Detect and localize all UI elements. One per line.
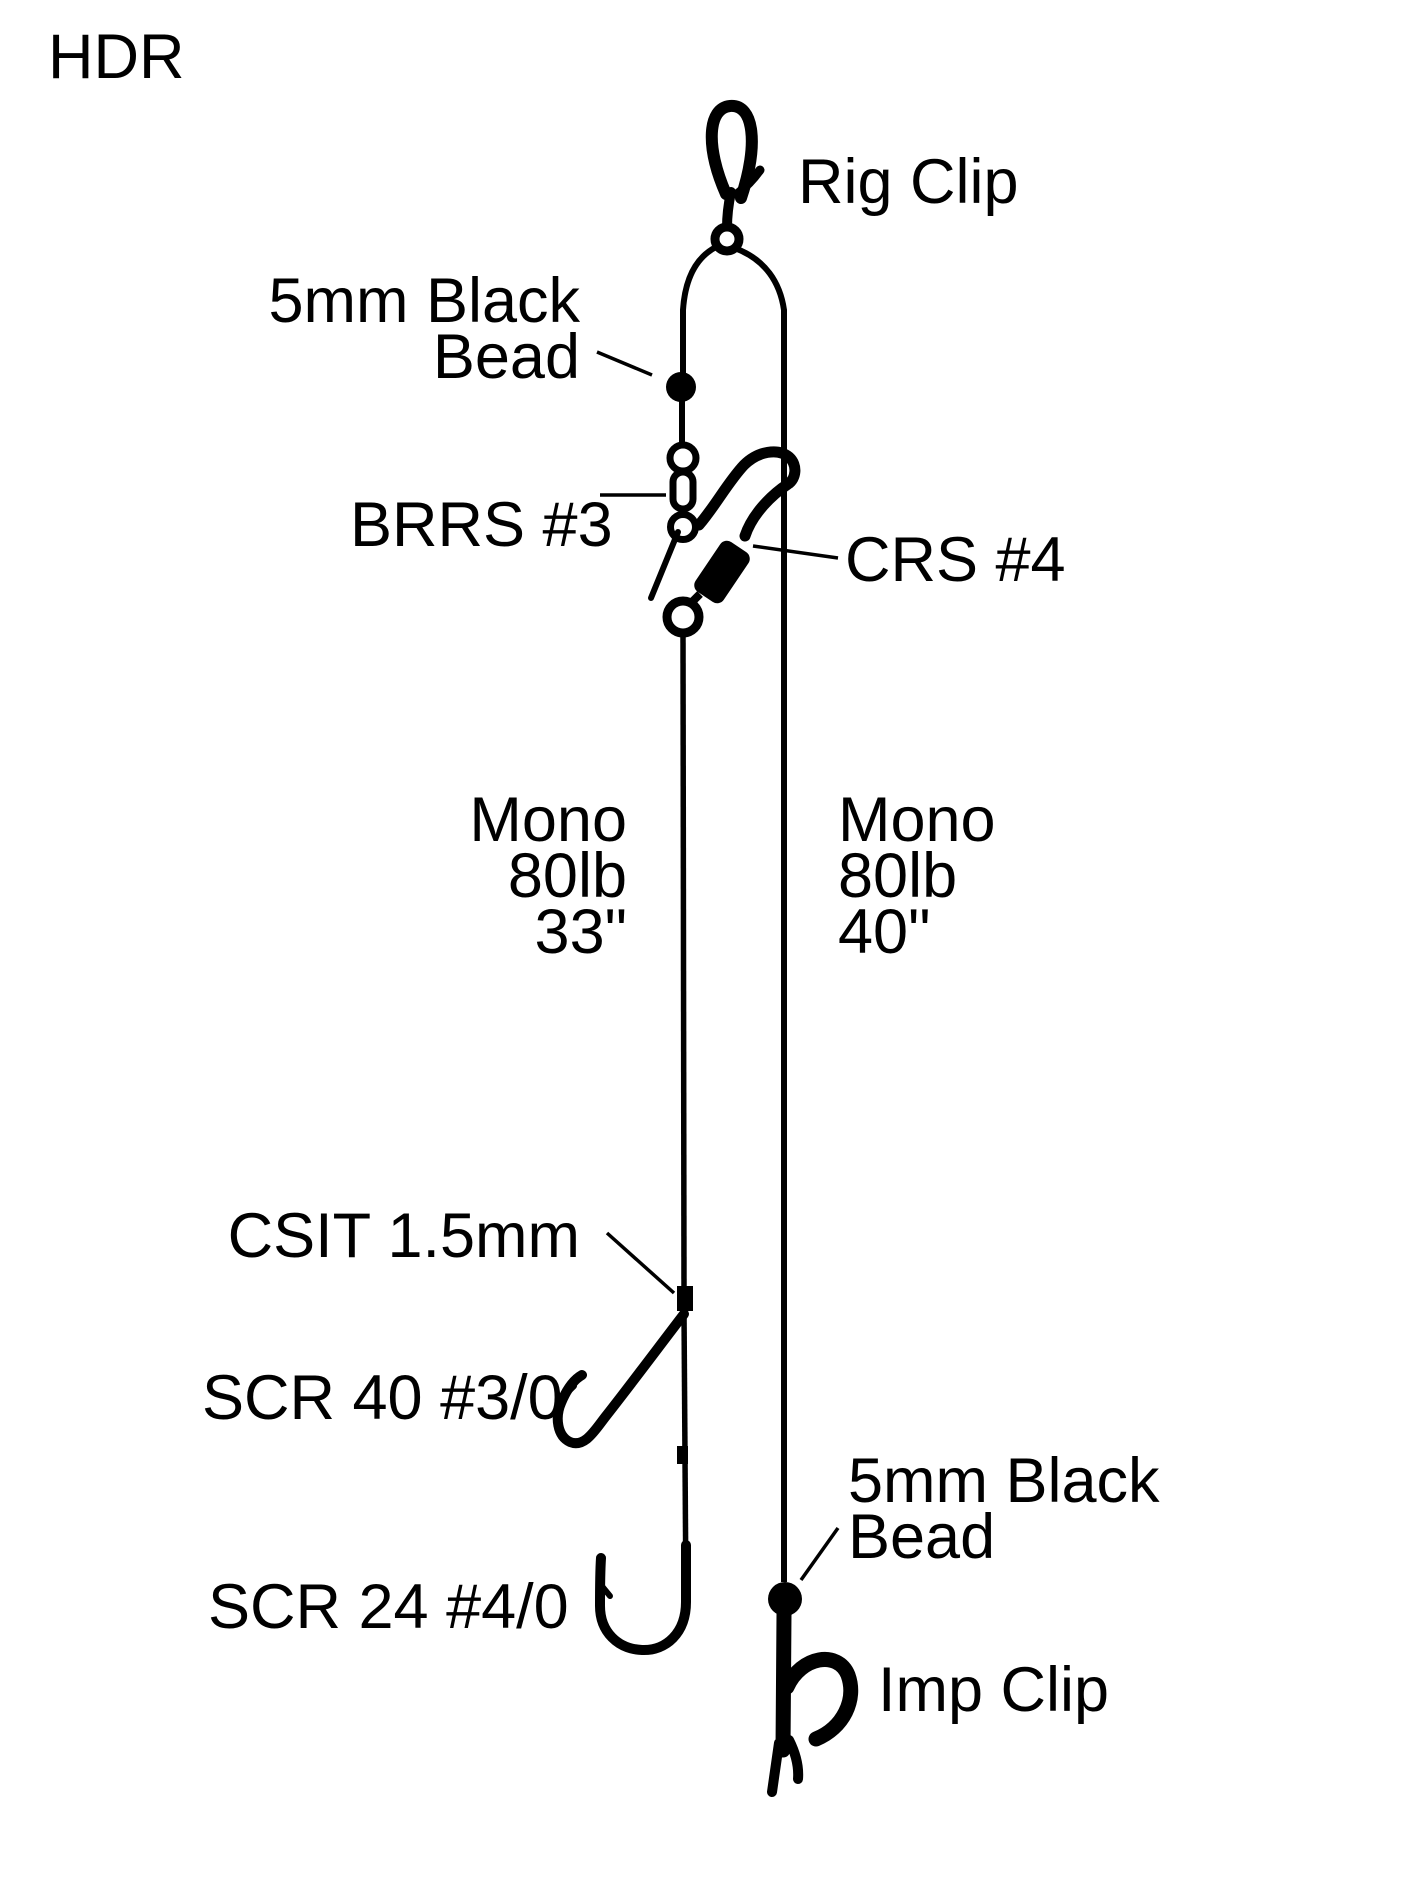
right-main-line: [735, 246, 787, 1582]
hook1-figure: [552, 1309, 689, 1449]
csit-crimp: [677, 1286, 693, 1311]
hook2-barb: [598, 1582, 613, 1599]
crs-open-snap-wire: [648, 529, 681, 601]
leader-crs: [752, 544, 839, 560]
hook2-figure: [594, 1540, 691, 1655]
brrs-top-ring: [666, 441, 700, 475]
top-bead-label-line1: 5mm Black: [268, 266, 580, 336]
left-snood-label-line2: 80lb: [508, 841, 627, 911]
left-snood-label-line3: 33": [535, 897, 627, 967]
rig-clip-tongue: [732, 165, 765, 199]
right-snood-label-line3: 40": [838, 897, 930, 967]
leader-bottom-bead: [799, 1526, 840, 1582]
leader-csit: [605, 1231, 676, 1295]
top-bead-label-line2: Bead: [433, 322, 580, 392]
imp-clip-figure: [767, 1606, 859, 1797]
rig-clip-figure: [705, 100, 765, 256]
left-snood-line-upper: [680, 631, 687, 1288]
arch-left-line: [680, 244, 718, 373]
imp-clip-label: Imp Clip: [878, 1655, 1109, 1725]
hook1-shank-and-bend: [552, 1309, 689, 1449]
crs-label: CRS #4: [845, 525, 1066, 595]
brrs-label: BRRS #3: [350, 490, 613, 560]
hook1-barb: [560, 1383, 577, 1400]
top-black-bead: [666, 372, 696, 402]
hook2-label: SCR 24 #4/0: [208, 1572, 569, 1642]
imp-clip-right-prong: [784, 1735, 804, 1784]
crs-barrel: [694, 540, 750, 604]
rig-clip-label: Rig Clip: [798, 147, 1019, 217]
csit-label: CSIT 1.5mm: [228, 1201, 580, 1271]
crs-snap-swivel-figure: [648, 446, 801, 638]
page-title: HDR: [48, 22, 185, 92]
brrs-swivel-figure: [666, 441, 700, 543]
leader-top-bead: [596, 350, 653, 377]
bottom-bead-label-line1: 5mm Black: [848, 1446, 1160, 1516]
right-snood-label-line1: Mono: [838, 785, 996, 855]
bottom-black-bead: [768, 1582, 802, 1616]
crs-bottom-loop: [662, 596, 704, 638]
imp-clip-arm: [779, 1652, 859, 1747]
bottom-bead-label-line2: Bead: [848, 1502, 995, 1572]
rig-clip-knot-loop: [710, 222, 744, 256]
hook2-shank-and-bend: [594, 1540, 691, 1655]
rig-clip-loop: [705, 100, 758, 204]
right-snood-label-line2: 80lb: [838, 841, 957, 911]
hook1-label: SCR 40 #3/0: [202, 1363, 563, 1433]
crs-snap-hook: [693, 446, 801, 542]
imp-clip-left-prong: [767, 1738, 784, 1797]
crimp-stop: [677, 1446, 688, 1464]
brrs-barrel: [669, 468, 697, 513]
left-snood-label-line1: Mono: [469, 785, 627, 855]
